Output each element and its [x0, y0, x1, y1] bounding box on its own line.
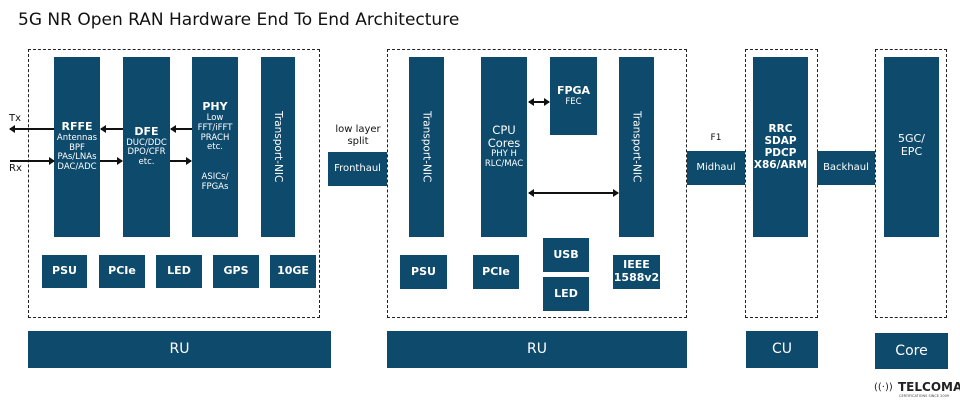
ru1-gps: GPS: [213, 255, 259, 288]
core-bar: Core: [875, 333, 948, 369]
ru2-boundary: [387, 49, 687, 318]
ru2-led: LED: [543, 277, 589, 311]
ru2-nic1-label: Transport-NIC: [420, 111, 433, 183]
page-title: 5G NR Open RAN Hardware End To End Archi…: [18, 10, 460, 30]
rffe-title: RFFE: [61, 120, 93, 134]
fronthaul-link: Fronthaul: [328, 152, 387, 186]
midhaul-caption: F1: [710, 133, 722, 143]
phy-details: Low FFT/iFFT PRACH etc.: [197, 113, 233, 153]
fronthaul-caption: low layer split: [335, 124, 381, 147]
ru2-psu: PSU: [400, 255, 447, 289]
cpu-title: CPU Cores: [487, 123, 521, 151]
fpga-title: FPGA: [556, 84, 591, 97]
dfe-to-rffe-arrow: [100, 125, 123, 133]
dfe-details: DUC/DDC DPO/CFR etc.: [126, 137, 167, 168]
dfe-title: DFE: [134, 125, 159, 139]
ru1-nic-label: Transport-NIC: [272, 111, 285, 183]
cpu-nic-arrow: [528, 189, 619, 197]
midhaul-link: Midhaul: [687, 151, 745, 185]
fpga-details: FEC: [565, 96, 582, 107]
tx-arrow: [9, 125, 54, 133]
ru1-transport-nic: Transport-NIC: [261, 57, 295, 237]
logo-name: TELCOMA: [898, 380, 960, 394]
ru2-ieee1588: IEEE 1588v2: [613, 255, 660, 289]
phy-hardware: ASICs/ FPGAs: [201, 172, 229, 192]
ru1-psu: PSU: [42, 255, 87, 288]
ru2-usb: USB: [543, 238, 589, 272]
ru1-pcie: PCIe: [99, 255, 145, 288]
telcoma-logo: ((·)) TELCOMA CERTIFICATIONS SINCE 2009: [874, 380, 960, 402]
cu-block: RRC SDAP PDCP X86/ARM: [753, 57, 808, 237]
ru1-bar: RU: [28, 331, 331, 368]
cpu-details: PHY H RLC/MAC: [484, 149, 524, 170]
rx-label: Rx: [9, 163, 22, 174]
ru1-led: LED: [156, 255, 202, 288]
logo-tagline: CERTIFICATIONS SINCE 2009: [899, 394, 950, 398]
rffe-details: Antennas BPF PAs/LNAs DAC/ADC: [56, 132, 98, 173]
signal-icon: ((·)): [874, 382, 893, 393]
ru2-pcie: PCIe: [473, 255, 519, 289]
core-block: 5GC/ EPC: [884, 57, 939, 237]
ru2-nic2-label: Transport-NIC: [630, 111, 643, 183]
rx-arrow: [10, 157, 55, 165]
ru2-transport-nic-1: Transport-NIC: [409, 57, 444, 237]
ru1-10ge: 10GE: [270, 255, 316, 288]
dfe-to-phy-arrow: [170, 157, 192, 165]
cu-bar: CU: [746, 331, 818, 368]
backhaul-link: Backhaul: [817, 151, 875, 185]
rffe-to-dfe-arrow: [100, 157, 123, 165]
ru2-bar: RU: [387, 331, 687, 368]
ru1-boundary: [28, 49, 320, 318]
tx-label: Tx: [9, 113, 22, 124]
cpu-fpga-arrow: [528, 98, 550, 106]
phy-to-dfe-arrow: [170, 125, 192, 133]
phy-title: PHY: [202, 100, 228, 114]
core-boundary: [875, 49, 947, 318]
ru2-transport-nic-2: Transport-NIC: [619, 57, 654, 237]
